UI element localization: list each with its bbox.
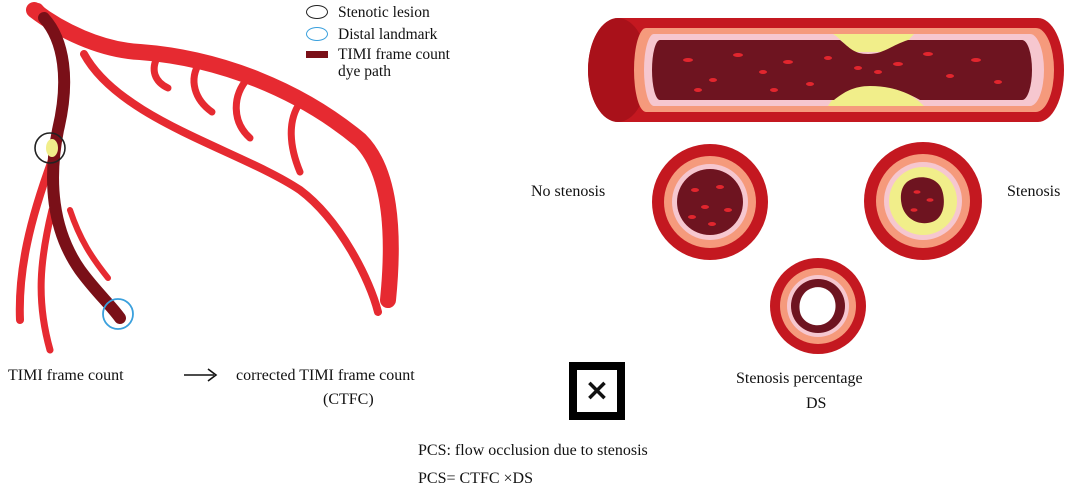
coronary-artery-tree	[15, 2, 399, 354]
stenosis-label: Stenosis	[1007, 183, 1061, 200]
multiply-symbol: ×	[584, 373, 610, 408]
stenosis-percentage-label: Stenosis percentage	[736, 370, 863, 387]
corrected-timi-label: corrected TIMI frame count	[236, 367, 415, 384]
timi-frame-count-label: TIMI frame count	[8, 367, 124, 384]
maroon-bar-icon	[306, 51, 328, 58]
artery-branch	[15, 156, 56, 324]
multiply-box-icon: ×	[569, 362, 625, 420]
distal-landmark-marker	[102, 298, 134, 330]
stenotic-lesion-marker	[34, 132, 66, 164]
legend-distal-landmark: Distal landmark	[306, 26, 437, 43]
legend-dye-path: TIMI frame count dye path	[306, 46, 450, 80]
pcs-formula: PCS= CTFC ×DS	[418, 470, 533, 487]
black-circle-icon	[306, 5, 328, 19]
artery-branch	[37, 206, 56, 354]
artery-branch	[287, 96, 306, 176]
artery-branch	[232, 74, 254, 142]
pcs-definition: PCS: flow occlusion due to stenosis	[418, 442, 648, 459]
artery-main-trunk	[26, 2, 399, 308]
legend-stenotic-lesion: Stenotic lesion	[306, 4, 430, 21]
cross-section-stenosis-percentage	[770, 258, 866, 354]
legend-distal-landmark-label: Distal landmark	[338, 26, 438, 43]
cross-section-no-stenosis	[652, 144, 768, 260]
dye-path	[38, 12, 126, 324]
artery-branch	[150, 52, 172, 92]
artery-branch	[80, 50, 382, 316]
legend-stenotic-lesion-label: Stenotic lesion	[338, 4, 430, 21]
cross-section-stenosis	[864, 142, 982, 260]
right-arrow-icon	[184, 368, 218, 382]
ds-label: DS	[806, 395, 827, 412]
blue-circle-icon	[306, 27, 328, 41]
ctfc-label: (CTFC)	[323, 391, 374, 408]
artery-branch	[190, 58, 216, 116]
vessel-longitudinal-section	[588, 18, 1064, 122]
legend-dye-path-label: TIMI frame count dye path	[338, 46, 450, 81]
no-stenosis-label: No stenosis	[531, 183, 606, 200]
artery-branch	[67, 207, 111, 281]
